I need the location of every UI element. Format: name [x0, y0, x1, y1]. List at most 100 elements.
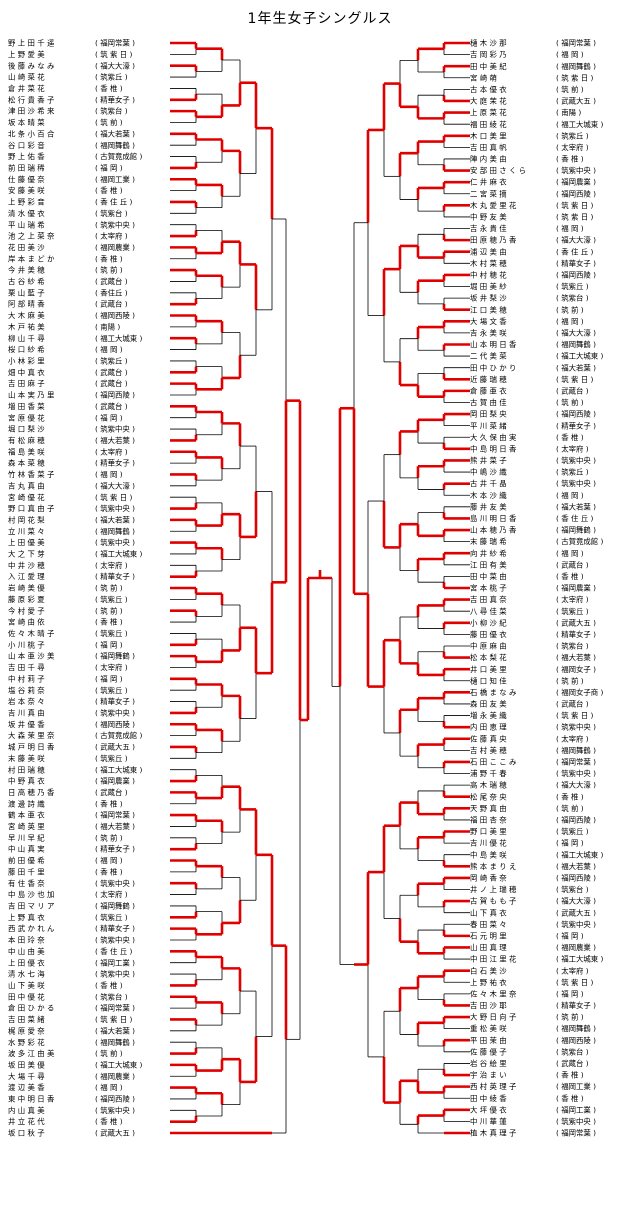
player-name: 花 田 美 沙: [8, 243, 45, 252]
player-club: ( 筑紫丘 ): [95, 629, 128, 638]
player-club: ( 精華女子 ): [95, 572, 135, 581]
player-name: 石 元 明 里: [470, 931, 507, 940]
player-name: 上 田 優 美: [8, 538, 45, 547]
player-name: 中 山 由 美: [8, 947, 45, 956]
player-club: ( 福岡舞鶴 ): [556, 526, 596, 535]
player-club: ( 太宰府 ): [95, 663, 128, 672]
player-club: ( 太宰府 ): [95, 232, 128, 241]
player-name: 藤 井 友 美: [470, 502, 507, 511]
player-name: 古 賀 も も 子: [470, 897, 517, 906]
player-club: ( 筑 紫 日 ): [95, 1015, 132, 1024]
player-club: ( 香 椎 ): [556, 1071, 584, 1080]
player-name: 城 戸 明 日 香: [8, 743, 55, 752]
player-club: ( 筑 前 ): [95, 833, 123, 842]
player-name: 内 田 恵 理: [470, 723, 507, 732]
player-name: 木 丸 愛 里 花: [470, 201, 517, 210]
player-club: ( 福大若葉 ): [556, 862, 596, 871]
player-club: ( 筑紫中央 ): [556, 920, 596, 929]
player-club: ( 筑 前 ): [556, 676, 584, 685]
left-bracket: 野 上 田 千 遥( 福岡常葉 )上 野 愛 美( 筑 紫 日 )後 藤 み な…: [8, 39, 302, 1138]
player-name: 野 口 真 由 子: [8, 504, 55, 513]
player-club: ( 福大若葉 ): [95, 1026, 135, 1035]
player-name: 中 野 真 衣: [8, 777, 45, 786]
player-club: ( 筑紫丘 ): [556, 607, 589, 616]
player-name: 堀 田 美 紗: [470, 282, 507, 291]
player-name: 前 田 瑞 稀: [8, 163, 45, 172]
player-name: 上 野 真 衣: [8, 913, 45, 922]
player-name: 木 口 美 里: [470, 131, 507, 140]
player-name: 吉 永 貴 佳: [470, 224, 507, 233]
player-club: ( 武蔵大五 ): [556, 908, 596, 917]
player-club: ( 筑 前 ): [556, 305, 584, 314]
player-name: 向 井 紗 希: [470, 549, 507, 558]
player-club: ( 福岡常葉 ): [556, 39, 596, 48]
player-club: ( 筑紫丘 ): [556, 131, 589, 140]
player-club: ( 筑紫丘 ): [95, 73, 128, 82]
player-club: ( 太宰府 ): [95, 447, 128, 456]
player-club: ( 筑紫中央 ): [556, 1117, 596, 1126]
player-club: ( 古賀竟成館 ): [95, 152, 143, 161]
player-club: ( 筑紫丘 ): [556, 827, 589, 836]
player-club: ( 筑紫台 ): [556, 642, 589, 651]
player-club: ( 筑紫台 ): [556, 885, 589, 894]
player-club: ( 筑 紫 日 ): [95, 50, 132, 59]
player-club: ( 福工大城東 ): [556, 120, 604, 129]
player-club: ( 福岡工業 ): [556, 1082, 596, 1091]
player-name: 柳 山 千 尋: [8, 334, 45, 343]
player-name: 木 村 菜 穂: [470, 259, 507, 268]
player-club: ( 筑 紫 日 ): [95, 493, 132, 502]
player-name: 宮 崎 英 里: [8, 822, 45, 831]
player-club: ( 香 椎 ): [556, 792, 584, 801]
player-club: ( 福 岡 ): [556, 50, 584, 59]
player-club: ( 武蔵大五 ): [95, 743, 135, 752]
player-name: 森 本 菜 穂: [8, 459, 45, 468]
player-club: ( 香 住 丘 ): [95, 198, 132, 207]
player-club: ( 福大若葉 ): [95, 129, 135, 138]
player-club: ( 筑紫中央 ): [556, 769, 596, 778]
player-club: ( 精華女子 ): [95, 95, 135, 104]
player-name: 田 中 優 花: [8, 992, 45, 1001]
player-name: 藤 田 優 衣: [470, 630, 507, 639]
player-name: 植 木 真 理 子: [470, 1129, 517, 1138]
player-club: ( 福岡舞鶴 ): [556, 1024, 596, 1033]
player-club: ( 福岡西陵 ): [556, 873, 596, 882]
player-name: 阿 部 晴 香: [8, 300, 45, 309]
player-name: 倉 井 菜 花: [8, 84, 45, 93]
player-club: ( 福 岡 ): [95, 674, 123, 683]
player-name: 大 久 保 由 実: [470, 433, 517, 442]
player-name: 春 田 菜 々: [470, 920, 507, 929]
player-club: ( 武蔵台 ): [95, 300, 128, 309]
player-club: ( 精華女子 ): [95, 924, 135, 933]
player-club: ( 福岡農業 ): [556, 178, 596, 187]
player-club: ( 福岡舞鶴 ): [95, 902, 135, 911]
player-name: 浦 野 千 春: [470, 769, 507, 778]
player-club: ( 太宰府 ): [556, 143, 589, 152]
player-club: ( 武蔵台 ): [556, 386, 589, 395]
player-club: ( 武蔵台 ): [556, 700, 589, 709]
player-name: 坂 井 梨 沙: [470, 294, 507, 303]
player-name: 中 井 沙 穂: [8, 561, 45, 570]
player-club: ( 筑紫台 ): [95, 992, 128, 1001]
player-name: 大 森 茉 里 奈: [8, 731, 55, 740]
player-name: 安 部 田 さ く ら: [470, 166, 526, 175]
player-club: ( 筑 前 ): [556, 1013, 584, 1022]
player-name: 増 田 香 菜: [8, 402, 45, 411]
final-match: [300, 570, 340, 722]
player-club: ( 筑紫中央 ): [95, 425, 135, 434]
player-name: 岸 本 ま ど か: [8, 254, 55, 263]
player-name: 堀 口 梨 沙: [8, 425, 45, 434]
player-club: ( 南陽 ): [556, 108, 581, 117]
player-name: 清 水 優 衣: [8, 209, 45, 218]
player-name: 天 野 真 由: [470, 804, 507, 813]
player-club: ( 福 岡 ): [556, 224, 584, 233]
player-club: ( 筑紫中央 ): [95, 538, 135, 547]
player-club: ( 精華女子 ): [95, 459, 135, 468]
player-name: 大 之 下 芽: [8, 550, 45, 559]
player-name: 佐 々 木 里 奈: [470, 989, 517, 998]
player-name: 竹 林 香 菜 子: [8, 470, 55, 479]
player-name: 田 中 綾 香: [470, 1094, 507, 1103]
player-club: ( 福岡農業 ): [95, 243, 135, 252]
player-club: ( 太宰府 ): [556, 734, 589, 743]
player-name: 宮 原 優 花: [8, 413, 45, 422]
